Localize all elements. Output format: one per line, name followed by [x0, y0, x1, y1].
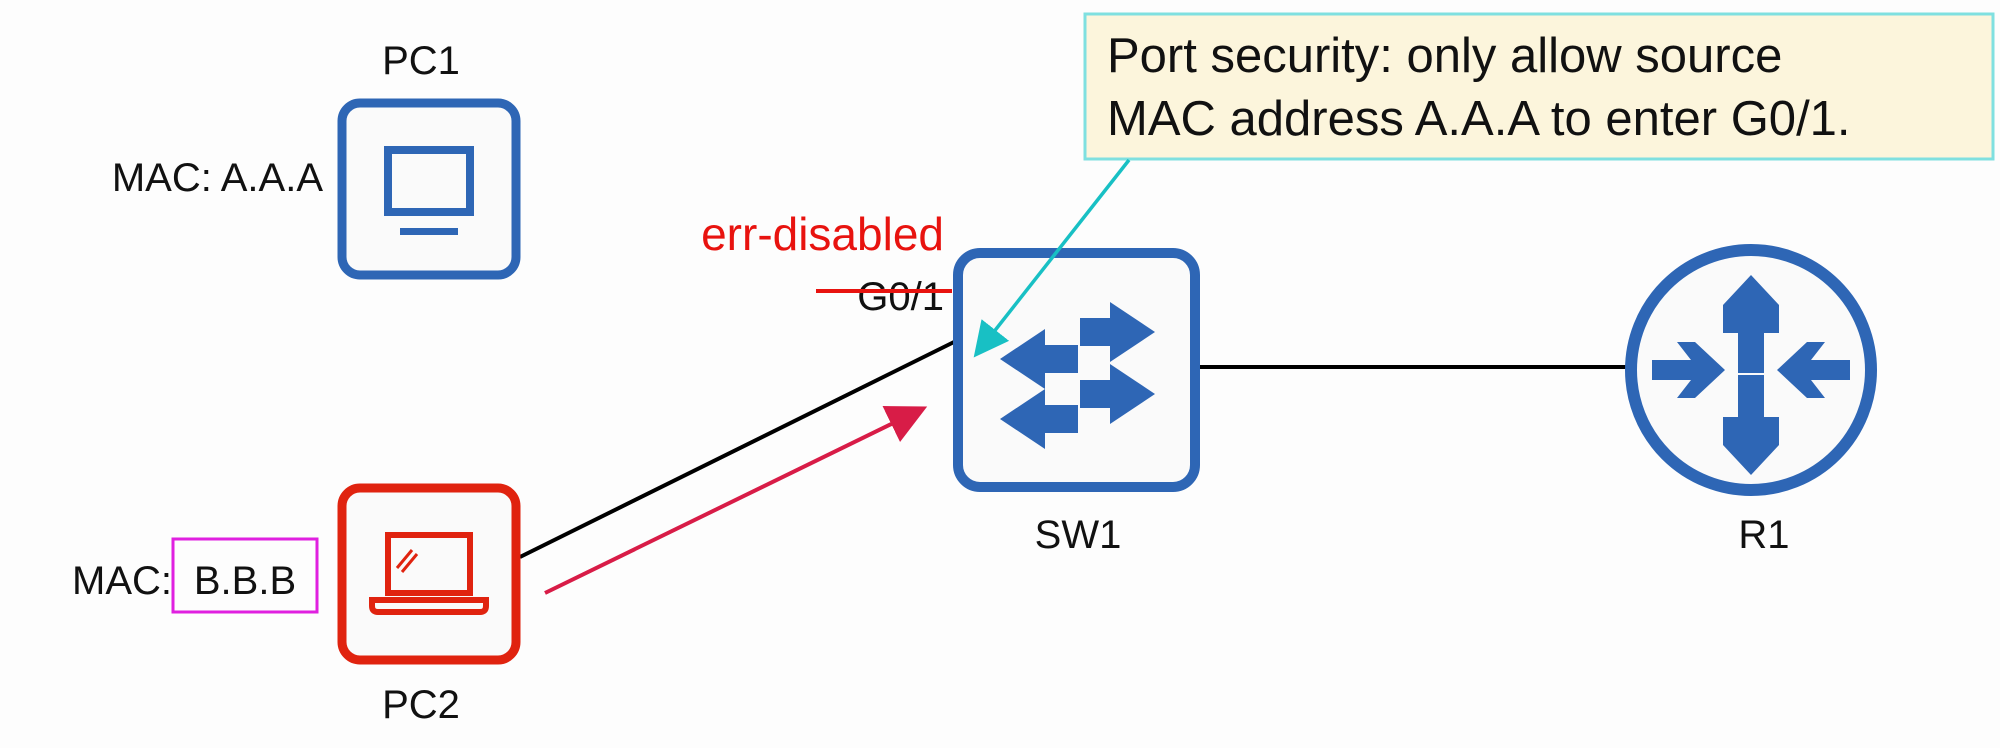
callout-arrow — [973, 158, 1131, 358]
pc1-device[interactable] — [337, 98, 521, 280]
link-pc2-sw1 — [519, 340, 955, 559]
pc2-mac-value: B.B.B — [194, 559, 296, 603]
pc2-mac-prefix: MAC: — [72, 559, 172, 603]
port-status: err-disabled — [701, 208, 944, 260]
callout-line-2: MAC address A.A.A to enter G0/1. — [1107, 92, 1851, 146]
mac-highlight-box — [171, 537, 319, 614]
sw1-label: SW1 — [1035, 513, 1122, 557]
pc2-label: PC2 — [382, 683, 460, 727]
port-name: G0/1 — [857, 275, 944, 319]
router-icon — [1652, 275, 1850, 475]
pc2-device[interactable] — [337, 483, 521, 665]
sw1-device[interactable] — [953, 248, 1200, 492]
pc1-label: PC1 — [382, 39, 460, 83]
pc1-mac: MAC: A.A.A — [112, 156, 323, 200]
port-security-callout: Port security: only allow source MAC add… — [1083, 12, 1995, 161]
r1-label: R1 — [1738, 513, 1789, 557]
frame-arrow — [544, 406, 928, 595]
r1-device[interactable] — [1625, 244, 1877, 496]
desktop-icon — [384, 146, 474, 235]
callout-line-1: Port security: only allow source — [1107, 29, 1782, 83]
laptop-icon — [369, 532, 489, 615]
switch-icon — [1000, 302, 1155, 449]
